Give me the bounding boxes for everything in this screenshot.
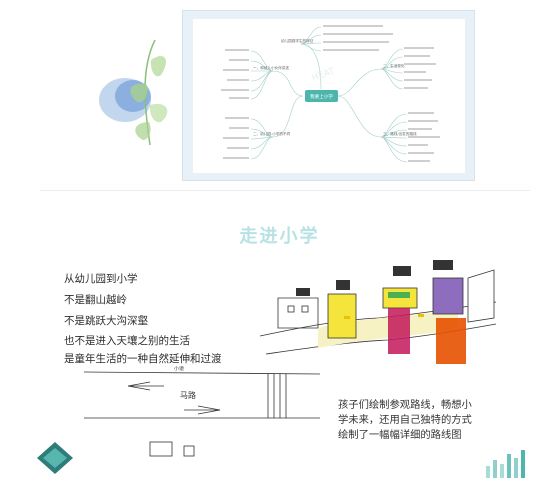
mindmap-center-node	[305, 90, 338, 102]
caption-text: 孩子们绘制参观路线，畅想小 学未来，还用自己独特的方式 绘制了一幅幅详细的路线图	[338, 398, 498, 443]
poem-line: 也不是进入天壤之别的生活	[64, 335, 190, 347]
mindmap-branch-label: 一、和幼儿小伙伴讲述	[253, 65, 289, 70]
mindmap-branch-label: 三、路线/出发的路线	[383, 131, 417, 136]
section-title: 走进小学	[239, 226, 320, 247]
poem-line: 不是跳跃大沟深壑	[64, 315, 148, 327]
watermark-text: HEAT	[311, 66, 337, 84]
sketch-road-label: 马路	[180, 390, 196, 400]
caption-line: 孩子们绘制参观路线，畅想小	[338, 399, 472, 411]
child-route-drawing	[259, 260, 497, 364]
mindmap-center-label: 我要上小学	[310, 93, 333, 100]
mindmap-diagram: 我要上小学 二、生活变化 三、路线/出发的路线 一、和幼儿小伙伴讲述 二、幼儿园…	[221, 25, 440, 163]
bar-decoration-icon	[486, 450, 525, 478]
poem-line: 是童年生活的一种自然延伸和过渡	[64, 353, 222, 365]
mindmap-image: 我要上小学 二、生活变化 三、路线/出发的路线 一、和幼儿小伙伴讲述 二、幼儿园…	[182, 10, 475, 181]
poem-line: 从幼儿园到小学	[64, 273, 138, 285]
mindmap-branch-label: 二、幼儿园-小学的不同	[253, 131, 291, 136]
leaf-decoration-icon	[99, 39, 168, 146]
caption-line: 学未来，还用自己独特的方式	[338, 414, 472, 426]
diamond-logo-icon	[37, 442, 73, 474]
poem-line: 不是翻山越岭	[64, 294, 127, 306]
road-sketch-drawing: 小道 马路	[84, 366, 320, 457]
mindmap-branch-label: 幼儿园感学生的特征	[281, 38, 314, 43]
caption-line: 绘制了一幅幅详细的路线图	[338, 429, 462, 441]
mindmap-branch-label: 二、生活变化	[383, 63, 405, 68]
section-divider	[40, 190, 530, 191]
sketch-top-label: 小道	[174, 366, 184, 372]
